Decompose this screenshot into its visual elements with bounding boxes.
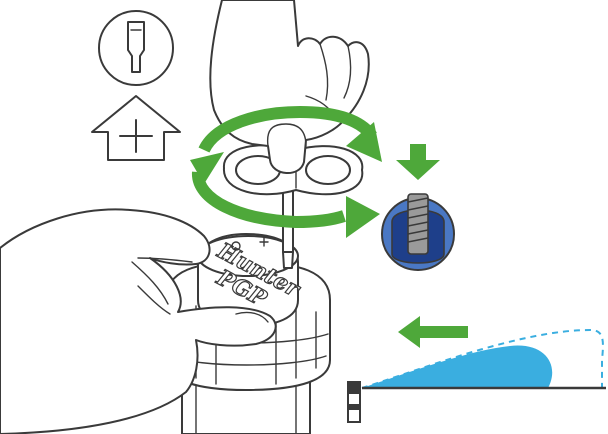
reduced-spray bbox=[362, 345, 553, 388]
arrow-left-icon bbox=[398, 316, 468, 348]
screw-detail-icon bbox=[381, 144, 455, 271]
arrow-down-icon bbox=[396, 144, 440, 180]
full-spray-outline bbox=[361, 328, 604, 389]
throw-distance-diagram bbox=[347, 316, 606, 423]
right-hand-with-tool bbox=[209, 0, 370, 269]
left-hand bbox=[0, 208, 277, 434]
rotate-clockwise-arrow-icon bbox=[190, 105, 382, 238]
screwdriver-tip-icon bbox=[98, 10, 174, 86]
sprinkler-body: Hunter PGP bbox=[165, 233, 331, 434]
house-plus-icon bbox=[91, 95, 181, 161]
